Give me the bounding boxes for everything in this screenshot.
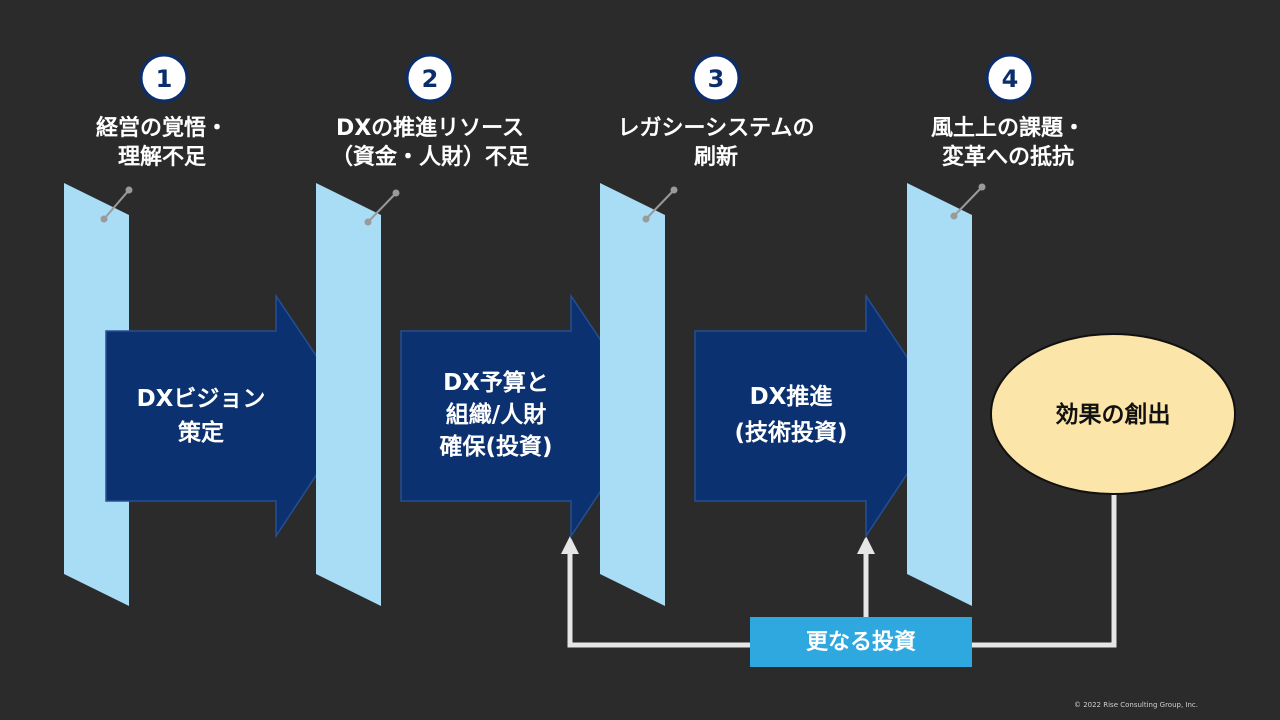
barrier-3: 3 レガシーシステムの 刷新 <box>600 53 815 606</box>
arrow-label-line-2: (技術投資) <box>734 419 847 446</box>
barrier-number-badge <box>405 53 455 103</box>
arrow-label-line-3: 確保(投資) <box>439 433 552 460</box>
barrier-label-line-2: 変革への抵抗 <box>942 144 1074 170</box>
barrier-label-line-1: 風土上の課題・ <box>931 115 1085 141</box>
barrier-pin-dot <box>642 215 650 223</box>
arrow-shape <box>694 293 947 539</box>
result-node: 効果の創出 <box>990 333 1236 495</box>
arrow-label-line-2: 組織/人財 <box>446 401 546 428</box>
investment-box <box>750 617 972 667</box>
barrier-label-line-2: 刷新 <box>694 144 738 170</box>
barrier-pin-line <box>953 186 983 217</box>
barrier-pin-head <box>978 183 986 191</box>
feedback-arrowhead-left <box>561 536 579 554</box>
copyright: © 2022 Rise Consulting Group, Inc. <box>1074 701 1198 709</box>
barrier-pin-dot <box>364 218 372 226</box>
barrier-pin-line <box>367 192 397 223</box>
barrier-panel <box>907 183 972 606</box>
barrier-number: 3 <box>708 65 725 93</box>
arrow-label-line-2: 策定 <box>178 419 224 446</box>
barrier-pin-head <box>125 186 133 194</box>
barrier-number-badge <box>691 53 741 103</box>
barrier-number: 1 <box>156 65 173 93</box>
barrier-pin-line <box>103 189 130 220</box>
barrier-pin-dot <box>950 212 958 220</box>
barrier-pin-line <box>645 189 675 220</box>
feedback-arrowhead-mid <box>857 536 875 554</box>
barrier-panel <box>600 183 665 606</box>
barrier-label-line-1: DXの推進リソース <box>336 116 524 141</box>
barrier-label-line-2: 理解不足 <box>118 144 206 170</box>
investment-node: 更なる投資 <box>750 617 972 667</box>
barrier-number: 4 <box>1002 65 1019 93</box>
investment-label: 更なる投資 <box>806 629 916 655</box>
barrier-pin-head <box>392 189 400 197</box>
arrow-label-line-1: DXビジョン <box>137 386 266 412</box>
arrow-label-line-1: DX推進 <box>750 384 833 410</box>
barrier-2: 2 DXの推進リソース （資金・人財）不足 <box>316 53 529 606</box>
feedback-line-left <box>567 552 750 648</box>
barrier-label-line-1: レガシーシステムの <box>618 116 815 141</box>
feedback-connector <box>561 492 1117 648</box>
barrier-pin-head <box>670 186 678 194</box>
step-arrow-3: DX推進 (技術投資) <box>694 293 947 539</box>
barrier-panel <box>316 183 381 606</box>
arrow-label-line-1: DX予算と <box>443 369 549 396</box>
barrier-4: 4 風土上の課題・ 変革への抵抗 <box>907 53 1085 606</box>
barrier-number: 2 <box>422 65 439 93</box>
result-label: 効果の創出 <box>1056 401 1171 428</box>
barrier-label-line-1: 経営の覚悟・ <box>96 115 228 141</box>
barrier-label-line-2: （資金・人財）不足 <box>331 144 529 170</box>
step-arrow-1: DXビジョン 策定 <box>105 293 357 539</box>
result-ellipse <box>990 333 1236 495</box>
step-arrow-2: DX予算と 組織/人財 確保(投資) <box>400 293 652 539</box>
barrier-number-badge <box>985 53 1035 103</box>
barrier-number-badge <box>139 53 189 103</box>
feedback-line <box>972 492 1117 648</box>
barrier-pin-dot <box>100 215 108 223</box>
